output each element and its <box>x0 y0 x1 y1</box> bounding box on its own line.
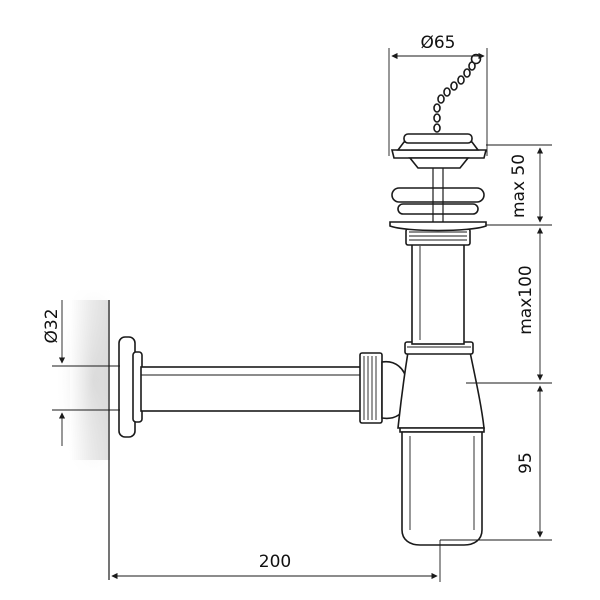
dimension-top-diameter: Ø65 <box>388 33 488 156</box>
dimension-200: 200 <box>111 540 441 582</box>
dimension-inlet-diameter: Ø32 <box>42 300 120 446</box>
upper-nut <box>405 228 471 246</box>
pipe-nut <box>359 352 383 424</box>
wall <box>45 290 110 580</box>
dimension-95: 95 <box>440 385 552 541</box>
chain-icon <box>433 53 482 133</box>
sink-flange <box>389 221 487 232</box>
label-95: 95 <box>516 452 536 474</box>
dimension-max-100: max100 <box>466 227 552 384</box>
label-max-50: max 50 <box>509 154 529 218</box>
stopper-plug <box>390 133 488 169</box>
label-200: 200 <box>259 552 291 572</box>
dimension-max-50: max 50 <box>486 144 552 226</box>
horizontal-pipe <box>140 366 364 412</box>
vertical-pipe <box>411 243 465 345</box>
stopper-stem <box>432 164 444 222</box>
waste-ring <box>391 187 485 215</box>
label-max-100: max100 <box>516 265 536 335</box>
siphon-bottle <box>381 341 485 546</box>
label-inlet-diameter: Ø32 <box>42 308 62 343</box>
label-top-diameter: Ø65 <box>420 33 455 53</box>
wall-flange <box>118 336 143 438</box>
